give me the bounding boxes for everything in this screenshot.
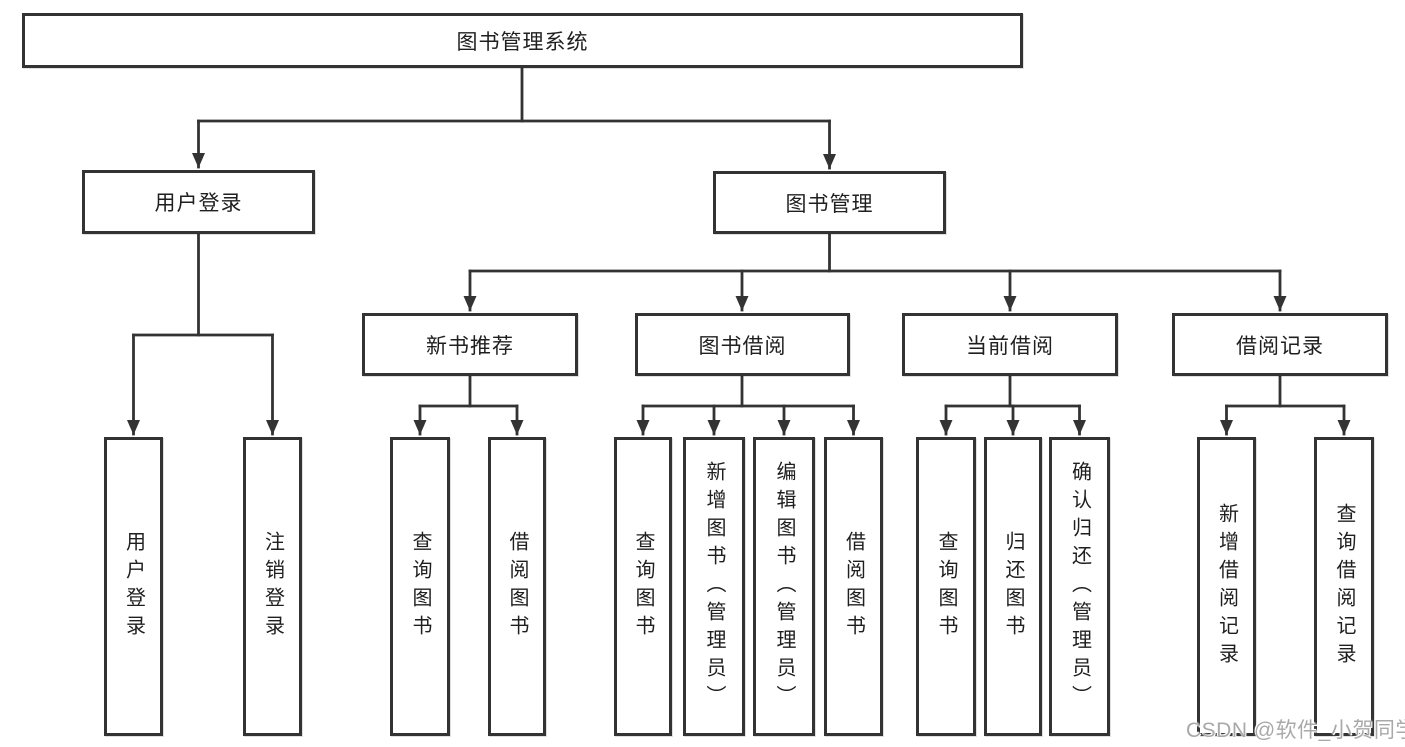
node-user-login-leaf: 用户登录 — [104, 437, 163, 736]
node-library-management-system: 图书管理系统 — [22, 13, 1023, 68]
node-current-borrowing: 当前借阅 — [902, 313, 1118, 376]
watermark: CSDN @软件_小贺同学 — [1186, 719, 1405, 742]
node-user-login: 用户登录 — [82, 170, 315, 234]
node-query-borrow-record: 查询借阅记录 — [1314, 437, 1374, 736]
node-add-borrow-record: 新增借阅记录 — [1197, 437, 1256, 736]
node-query-books-recommend: 查询图书 — [390, 437, 450, 736]
node-borrow-books-recommend: 借阅图书 — [488, 437, 546, 736]
node-confirm-return-admin: 确认归还（管理员） — [1049, 437, 1110, 736]
node-book-borrowing: 图书借阅 — [635, 313, 850, 376]
node-query-books-current: 查询图书 — [916, 437, 976, 736]
node-borrowing-records: 借阅记录 — [1172, 313, 1388, 376]
node-add-books-admin: 新增图书（管理员） — [683, 437, 745, 736]
node-book-management: 图书管理 — [713, 171, 946, 234]
node-borrow-books-leaf: 借阅图书 — [824, 437, 883, 736]
node-logout-leaf: 注销登录 — [243, 437, 302, 736]
node-return-books: 归还图书 — [984, 437, 1042, 736]
node-new-book-recommendation: 新书推荐 — [362, 313, 578, 376]
node-query-books-borrowing: 查询图书 — [614, 437, 672, 736]
node-edit-books-admin: 编辑图书（管理员） — [753, 437, 815, 736]
